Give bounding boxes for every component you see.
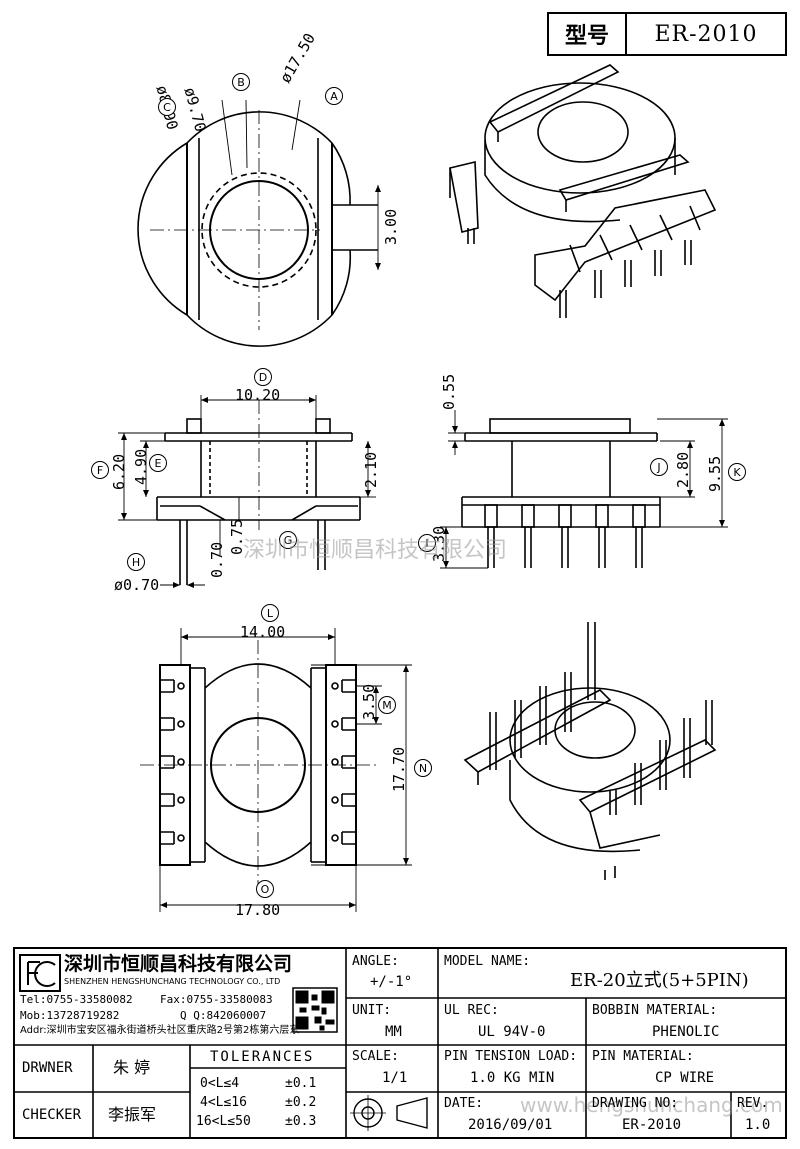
qr-code xyxy=(292,987,338,1033)
dim-070: 0.70 xyxy=(208,541,226,578)
watermark-url: www.hengshunchang.com xyxy=(520,1093,783,1117)
marker-l: L xyxy=(261,604,279,622)
front-view xyxy=(118,395,376,588)
company-qq: Q Q:842060007 xyxy=(180,1009,267,1022)
dim-1780: 17.80 xyxy=(235,901,281,919)
drawing-no-label: DRAWING NO: xyxy=(592,1096,679,1111)
tolerance-value: ±0.2 xyxy=(285,1095,317,1110)
unit-value: MM xyxy=(385,1024,402,1040)
tolerances-title: TOLERANCES xyxy=(210,1049,315,1065)
drawer-value: 朱 婷 xyxy=(113,1058,151,1077)
iso-view-bottom xyxy=(463,622,717,880)
dim-350: 3.50 xyxy=(360,683,378,720)
top-view xyxy=(137,99,381,347)
pin-mat-value: CP WIRE xyxy=(655,1070,715,1086)
tolerance-value: ±0.1 xyxy=(285,1076,317,1091)
marker-e: E xyxy=(149,454,167,472)
company-fax: Fax:0755-33580083 xyxy=(160,993,273,1006)
company-mob: Mob:13728719282 xyxy=(20,1009,120,1022)
side-view xyxy=(440,410,728,569)
marker-o: O xyxy=(256,880,274,898)
model-name-label: MODEL NAME: xyxy=(444,954,531,969)
left-pin-slots xyxy=(160,679,185,845)
side-pins xyxy=(484,504,646,568)
dim-490: 4.90 xyxy=(132,448,150,485)
dim-1770: 17.70 xyxy=(390,746,408,792)
angle-value: +/-1° xyxy=(370,974,413,990)
tolerance-range: 0<L≤4 xyxy=(200,1076,240,1091)
checker-label: CHECKER xyxy=(22,1107,82,1123)
pin-mat-label: PIN MATERIAL: xyxy=(592,1049,694,1064)
rev-value: 1.0 xyxy=(745,1117,771,1133)
dim-055: 0.55 xyxy=(440,373,458,410)
ul-label: UL REC: xyxy=(444,1003,499,1018)
tolerance-range: 4<L≤16 xyxy=(200,1095,247,1110)
drawing-no-value: ER-2010 xyxy=(622,1117,682,1133)
tension-value: 1.0 KG MIN xyxy=(470,1070,555,1086)
checker-value: 李振军 xyxy=(108,1105,157,1124)
marker-g: G xyxy=(279,531,297,549)
dim-1020: 10.20 xyxy=(235,386,281,404)
tension-label: PIN TENSION LOAD: xyxy=(444,1049,578,1064)
dim-620: 6.20 xyxy=(110,453,128,490)
marker-m: M xyxy=(378,696,396,714)
bobbin-value: PHENOLIC xyxy=(652,1024,720,1040)
marker-b: B xyxy=(232,73,250,91)
marker-n: N xyxy=(414,759,432,777)
dim-pin-dia: ø0.70 xyxy=(114,576,160,594)
unit-label: UNIT: xyxy=(352,1003,392,1018)
date-label: DATE: xyxy=(444,1096,484,1111)
marker-h: H xyxy=(127,553,145,571)
marker-f: F xyxy=(91,461,109,479)
angle-label: ANGLE: xyxy=(352,954,399,969)
tolerance-value: ±0.3 xyxy=(285,1114,317,1129)
iso-view-top xyxy=(449,64,717,318)
tolerance-range: 16<L≤50 xyxy=(196,1114,251,1129)
model-header: 型号 ER-2010 xyxy=(547,12,787,56)
dim-955: 9.55 xyxy=(706,455,724,492)
company-logo xyxy=(19,954,61,992)
dim-300: 3.00 xyxy=(382,208,400,245)
marker-k: K xyxy=(728,463,746,481)
bottom-view xyxy=(140,628,412,912)
model-name-value: ER-20立式(5+5PIN) xyxy=(570,970,749,991)
ul-value: UL 94V-0 xyxy=(478,1024,546,1040)
dim-280: 2.80 xyxy=(674,451,692,488)
marker-j: J xyxy=(650,458,668,476)
dim-210: 2.10 xyxy=(362,451,380,488)
rev-label: REV. xyxy=(737,1096,769,1111)
marker-c: C xyxy=(158,98,176,116)
watermark-text: 深圳市恒顺昌科技有限公司 xyxy=(243,538,508,563)
marker-i: I xyxy=(418,534,436,552)
scale-label: SCALE: xyxy=(352,1049,399,1064)
company-addr: Addr:深圳市宝安区福永街道桥头社区重庆路2号第2栋第六层东 xyxy=(20,1025,300,1036)
bobbin-label: BOBBIN MATERIAL: xyxy=(592,1003,718,1018)
date-value: 2016/09/01 xyxy=(468,1117,553,1133)
model-value: ER-2010 xyxy=(654,21,758,47)
model-label: 型号 xyxy=(549,14,627,54)
dim-1400: 14.00 xyxy=(240,623,286,641)
company-name-en: SHENZHEN HENGSHUNCHANG TECHNOLOGY CO., L… xyxy=(64,977,281,986)
company-tel: Tel:0755-33580082 xyxy=(20,993,133,1006)
company-name-cn: 深圳市恒顺昌科技有限公司 xyxy=(64,953,293,975)
drawer-label: DRWNER xyxy=(22,1060,73,1076)
right-pin-slots xyxy=(331,679,356,845)
projection-symbol xyxy=(350,1095,428,1131)
marker-d: D xyxy=(254,368,272,386)
scale-value: 1/1 xyxy=(382,1070,408,1086)
title-block-grid xyxy=(13,947,787,1139)
marker-a: A xyxy=(325,87,343,105)
